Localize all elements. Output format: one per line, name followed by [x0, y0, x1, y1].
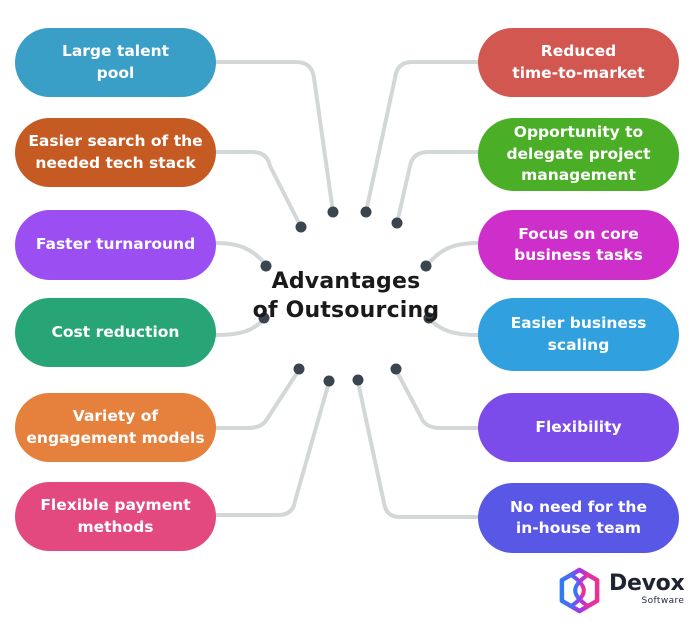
connector-delegate-management — [395, 150, 482, 225]
connector-easier-search — [212, 150, 303, 229]
pill-core-business-tasks: Focus on core business tasks — [478, 210, 679, 280]
page-title-line2: of Outsourcing — [252, 298, 440, 323]
pill-variety-models: Variety of engagement models — [15, 393, 216, 462]
pill-large-talent-pool: Large talent pool — [15, 28, 216, 97]
pill-flexibility: Flexibility — [478, 393, 679, 462]
devox-logo: Devox Software — [556, 567, 685, 614]
connector-flexible-payment — [214, 380, 331, 517]
connector-no-inhouse-team — [356, 380, 480, 519]
connector-reduced-time — [364, 60, 482, 214]
pill-easier-search: Easier search of the needed tech stack — [15, 118, 216, 187]
connector-faster-turnaround — [214, 241, 268, 267]
pill-no-inhouse-team: No need for the in-house team — [478, 483, 679, 553]
connector-variety-models — [214, 368, 301, 430]
devox-hexagon-icon — [559, 567, 600, 614]
pill-faster-turnaround: Faster turnaround — [15, 210, 216, 280]
page-title-line1: Advantages — [271, 269, 421, 294]
connector-dots — [258, 206, 435, 387]
pill-flexible-payment: Flexible payment methods — [15, 482, 216, 551]
page-title: Advantages of Outsourcing — [236, 267, 456, 325]
connector-large-talent-pool — [212, 60, 335, 214]
pill-reduced-time-to-market: Reduced time-to-market — [478, 28, 679, 97]
pill-delegate-management: Opportunity to delegate project manageme… — [478, 118, 679, 191]
logo-name: Devox — [609, 571, 685, 596]
logo-subtitle: Software — [641, 596, 685, 606]
logo-text: Devox Software — [609, 567, 685, 607]
connector-core-business — [425, 241, 480, 267]
pill-business-scaling: Easier business scaling — [478, 298, 679, 371]
connector-flexibility — [394, 368, 480, 430]
connector-lines — [212, 60, 482, 519]
pill-cost-reduction: Cost reduction — [15, 298, 216, 367]
